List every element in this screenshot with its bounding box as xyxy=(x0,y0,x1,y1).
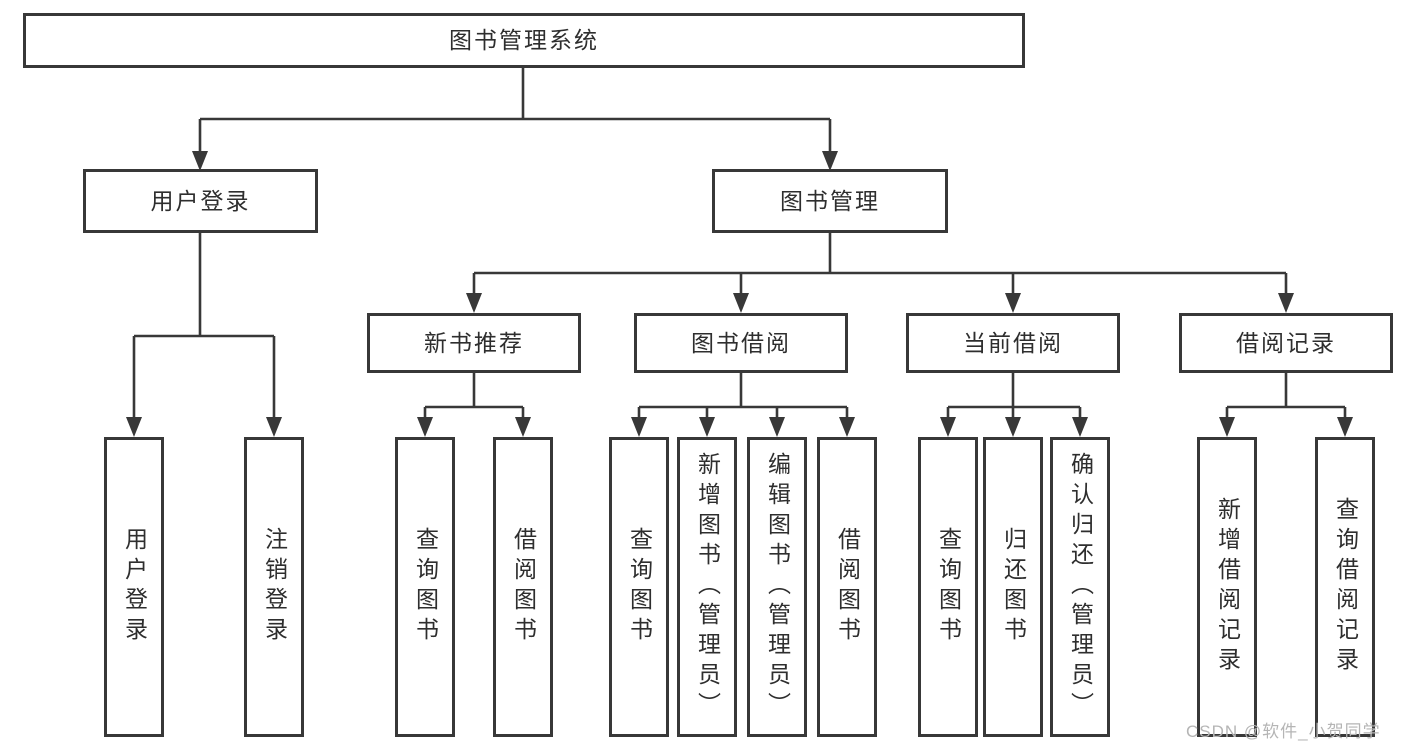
leaf-query-books-borrow: 查询图书 xyxy=(609,437,669,737)
node-new-book-recommend: 新书推荐 xyxy=(367,313,581,373)
node-user-login: 用户登录 xyxy=(83,169,318,233)
node-book-management: 图书管理 xyxy=(712,169,948,233)
leaf-query-borrow-record: 查询借阅记录 xyxy=(1315,437,1375,737)
leaf-query-books-current: 查询图书 xyxy=(918,437,978,737)
leaf-borrow-books-recommend: 借阅图书 xyxy=(493,437,553,737)
leaf-user-login: 用户登录 xyxy=(104,437,164,737)
leaf-confirm-return-admin: 确认归还（管理员） xyxy=(1050,437,1110,737)
csdn-watermark: CSDN @软件_小贺同学 xyxy=(1186,722,1381,741)
leaf-edit-book-admin: 编辑图书（管理员） xyxy=(747,437,807,737)
node-book-borrow: 图书借阅 xyxy=(634,313,848,373)
node-current-borrow: 当前借阅 xyxy=(906,313,1120,373)
node-library-management-system: 图书管理系统 xyxy=(23,13,1025,68)
leaf-logout: 注销登录 xyxy=(244,437,304,737)
node-borrow-records: 借阅记录 xyxy=(1179,313,1393,373)
leaf-borrow-books: 借阅图书 xyxy=(817,437,877,737)
leaf-query-books-recommend: 查询图书 xyxy=(395,437,455,737)
leaf-return-book: 归还图书 xyxy=(983,437,1043,737)
leaf-add-borrow-record: 新增借阅记录 xyxy=(1197,437,1257,737)
leaf-add-book-admin: 新增图书（管理员） xyxy=(677,437,737,737)
